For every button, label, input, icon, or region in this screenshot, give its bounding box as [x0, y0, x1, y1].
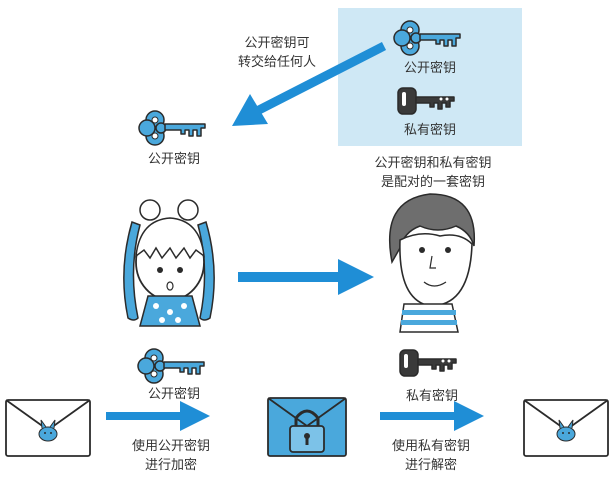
locked-envelope-icon	[267, 397, 347, 457]
envelope-icon	[523, 399, 609, 457]
panel-public-key-label: 公开密钥	[403, 61, 456, 76]
pair-note-text: 公开密钥和私有密钥 是配对的一套密钥	[348, 154, 518, 192]
arrow-icon	[232, 41, 387, 126]
pair-note-line-2: 是配对的一套密钥	[380, 175, 485, 190]
padlock-icon	[289, 409, 325, 453]
arrow-icon	[106, 401, 210, 431]
black-key-icon	[399, 349, 457, 377]
key-pair-panel	[338, 8, 522, 146]
boy-character	[388, 193, 476, 333]
envelope-icon	[5, 399, 91, 457]
arrow-icon	[238, 259, 374, 295]
blue-key-icon	[137, 348, 205, 384]
blue-key-icon	[138, 110, 206, 146]
decrypt-caption-line-2: 进行解密	[404, 458, 457, 473]
girl-character	[123, 199, 215, 327]
send-public-key-text: 公开密钥可 转交给任何人	[212, 34, 342, 72]
encrypt-caption-line-1: 使用公开密钥	[131, 439, 210, 454]
encrypt-caption-line-2: 进行加密	[144, 458, 197, 473]
pair-note-line-1: 公开密钥和私有密钥	[374, 156, 492, 171]
send-public-key-line-1: 公开密钥可	[244, 36, 310, 51]
bottom-public-key-label: 公开密钥	[147, 387, 200, 402]
left-public-key-label: 公开密钥	[147, 152, 200, 167]
send-public-key-line-2: 转交给任何人	[237, 55, 316, 70]
decrypt-caption: 使用私有密钥 进行解密	[376, 437, 486, 475]
decrypt-caption-line-1: 使用私有密钥	[391, 439, 470, 454]
encrypt-caption: 使用公开密钥 进行加密	[116, 437, 226, 475]
panel-private-key-label: 私有密钥	[403, 123, 456, 138]
bottom-private-key-label: 私有密钥	[405, 389, 458, 404]
